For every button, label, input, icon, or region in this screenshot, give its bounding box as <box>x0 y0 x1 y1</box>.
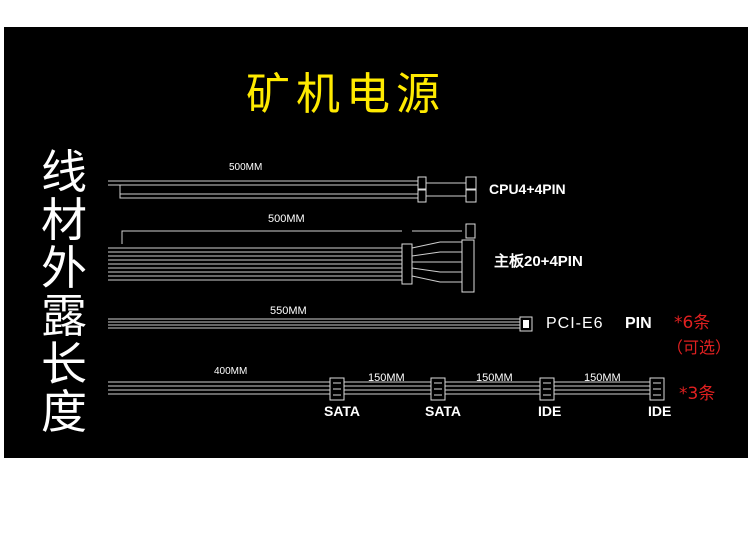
cpu-cable <box>108 180 466 199</box>
pcie-connector-pin-label: PIN <box>625 315 652 332</box>
pcie-length-label: 550MM <box>270 305 307 317</box>
mb-cable <box>108 230 462 283</box>
page-title: 矿机电源 <box>246 69 446 120</box>
mb-connectors <box>401 223 476 293</box>
cpu-length-label: 500MM <box>229 162 263 173</box>
ide-connector-label: IDE <box>538 403 562 419</box>
mb-connector-label: 主板20+4PIN <box>494 253 583 270</box>
segment-length-label: 150MM <box>584 372 621 384</box>
sata-connector-label: SATA <box>324 403 361 419</box>
mb-length-label: 500MM <box>268 213 305 225</box>
sata-connector-label: SATA <box>425 403 462 419</box>
sata-ide-connectors <box>329 377 665 401</box>
sata-length-label: 400MM <box>214 366 248 377</box>
sata-cable <box>108 381 650 395</box>
pcie-optional-note: （可选） <box>667 338 732 357</box>
ide-connector-label: IDE <box>648 403 672 419</box>
sata-count: *3条 <box>679 384 716 404</box>
segment-length-label: 150MM <box>476 372 513 384</box>
pcie-connector-label: PCI-E6 <box>546 315 604 332</box>
cpu-connectors <box>417 176 477 203</box>
pcie-count: *6条 <box>674 313 711 333</box>
segment-length-label: 150MM <box>368 372 405 384</box>
pcie-connector <box>519 316 533 332</box>
cpu-connector-label: CPU4+4PIN <box>489 181 566 197</box>
pcie-cable <box>108 318 520 329</box>
side-title: 线材外露长度 <box>41 145 87 439</box>
